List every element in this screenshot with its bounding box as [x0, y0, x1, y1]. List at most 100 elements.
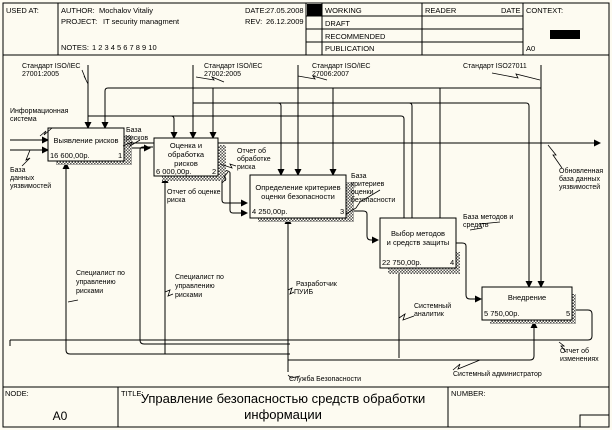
context-node: A0 — [526, 44, 535, 53]
arrow-changes-report — [10, 309, 593, 341]
activity-1-cost: 16 600,00р. — [50, 151, 90, 160]
reader-date-label: DATE — [501, 6, 520, 15]
label-risk-specialist-2-l3: рисками — [175, 292, 202, 299]
label-info-system-l2: система — [10, 116, 37, 123]
used-at-label: USED AT: — [6, 6, 39, 15]
arrows — [9, 65, 601, 372]
activity-3-name-line1: Определение критериев — [255, 183, 340, 192]
notes-value: 1 2 3 4 5 6 7 8 9 10 — [92, 43, 157, 52]
activity-2-name-line3: рисков — [174, 159, 198, 168]
label-updated-vuln-db-l2: база данных — [559, 175, 600, 183]
label-sys-analyst-l1: Системный — [414, 302, 451, 310]
context-label: CONTEXT: — [526, 6, 563, 15]
activity-4-cost: 22 750,00р. — [382, 258, 422, 267]
date-value: 27.05.2008 — [266, 6, 304, 15]
label-developer-l2: ПУИБ — [294, 289, 314, 296]
activity-1-number: 1 — [118, 151, 122, 160]
arrow-std27001-branch — [88, 115, 408, 246]
working-status-marker — [307, 4, 322, 16]
label-sys-analyst-l2: аналитик — [414, 311, 445, 318]
diagram-title-line1: Управление безопасностью средств обработ… — [141, 391, 426, 406]
label-std27002-l1: Стандарт ISO/IEC — [204, 63, 262, 70]
arrow-labels: Стандарт ISO/IEC 27001:2005 Стандарт ISO… — [10, 63, 603, 383]
activity-box-5[interactable] — [481, 286, 576, 324]
footer-block — [2, 386, 610, 428]
label-risk-treatment-l2: обработке — [237, 155, 271, 163]
project-label: PROJECT: — [61, 17, 97, 26]
activity-3-number: 3 — [340, 207, 344, 216]
label-methods-db-l2: средств — [463, 222, 489, 229]
title-label: TITLE: — [121, 389, 144, 398]
label-risk-assessment-l1: Отчет об оценке — [167, 188, 221, 196]
node-value: A0 — [53, 409, 68, 423]
activity-box-4[interactable] — [379, 217, 460, 274]
label-risk-specialist-1-l3: рисками — [76, 288, 103, 295]
label-std27001-l1: Стандарт ISO/IEC — [22, 63, 80, 70]
activity-2-cost: 6 000,00р. — [156, 167, 191, 176]
activity-3-name-line2: оценки безопасности — [261, 192, 335, 201]
label-criteria-db-l3: оценки — [351, 189, 374, 196]
node-label: NODE: — [5, 389, 29, 398]
status-recommended[interactable]: RECOMMENDED — [325, 32, 386, 41]
activity-box-3[interactable] — [249, 174, 354, 222]
label-updated-vuln-db-l1: Обновленная — [559, 167, 603, 175]
label-criteria-db-l2: критериев — [351, 181, 385, 188]
reader-label: READER — [425, 6, 457, 15]
rev-value: 26.12.2009 — [266, 17, 304, 26]
label-risk-assessment-l2: риска — [167, 197, 186, 204]
label-sys-admin: Системный администратор — [453, 370, 542, 378]
label-leaders — [21, 69, 567, 379]
label-changes-report-l1: Отчет об — [560, 347, 589, 355]
arrow-methods-db — [456, 242, 482, 303]
activity-box-2[interactable] — [153, 137, 226, 181]
label-vuln-db-l1: База — [10, 167, 26, 174]
project-value: IT security managment — [103, 17, 180, 26]
label-info-system-l1: Информационная — [10, 108, 69, 115]
label-vuln-db-l2: данных — [10, 175, 35, 182]
label-risk-specialist-2-l1: Специалист по — [175, 274, 224, 281]
label-criteria-db-l1: База — [351, 173, 367, 180]
label-developer-l1: Разработчик — [296, 280, 338, 288]
label-risk-db-l1: База — [126, 127, 142, 134]
label-risk-specialist-1-l1: Специалист по — [76, 270, 125, 277]
author-value: Mochalov Vitaliy — [99, 6, 153, 15]
label-std27011: Стандарт ISO27011 — [463, 63, 527, 70]
arrow-criteria-db — [346, 210, 379, 244]
rev-label: REV: — [245, 17, 262, 26]
context-thumbnail — [550, 30, 580, 39]
label-std27006-l2: 27006:2007 — [312, 71, 349, 78]
label-risk-treatment-l3: риска — [237, 164, 256, 171]
label-std27002-l2: 27002:2005 — [204, 71, 241, 78]
label-security-service: Служба Безопасности — [289, 375, 361, 383]
arrow-feedback-box2 — [139, 146, 290, 345]
label-criteria-db-l4: безопасности — [351, 196, 395, 204]
activity-box-1[interactable] — [47, 127, 132, 165]
activity-4-name-line1: Выбор методов — [391, 229, 445, 238]
activity-2-name-line2: обработка — [168, 150, 205, 159]
label-updated-vuln-db-l3: уязвимостей — [559, 183, 600, 191]
activity-2-number: 2 — [212, 167, 216, 176]
author-label: AUTHOR: — [61, 6, 95, 15]
activity-5-number: 5 — [566, 309, 570, 318]
label-changes-report-l2: изменениях — [560, 356, 599, 363]
status-working[interactable]: WORKING — [325, 6, 362, 15]
arrow-std27006-branch — [193, 102, 533, 288]
activity-5-cost: 5 750,00р. — [484, 309, 519, 318]
status-draft[interactable]: DRAFT — [325, 19, 350, 28]
label-risk-treatment-l1: Отчет об — [237, 147, 266, 155]
notes-label: NOTES: — [61, 43, 89, 52]
label-risk-specialist-2-l2: управлению — [175, 283, 215, 290]
arrow-risk-specialist-1 — [65, 349, 290, 355]
activity-4-name-line2: и средств защиты — [387, 238, 450, 247]
label-methods-db-l1: База методов и — [463, 214, 513, 221]
activity-1-name: Выявление рисков — [53, 136, 118, 145]
activity-5-name: Внедрение — [508, 293, 546, 302]
label-risk-db-l2: рисков — [126, 135, 148, 142]
label-std27001-l2: 27001:2005 — [22, 71, 59, 78]
arrow-sys-admin — [288, 321, 538, 361]
diagram-title-line2: информации — [244, 407, 322, 422]
status-publication[interactable]: PUBLICATION — [325, 44, 374, 53]
activity-2-name-line1: Оценка и — [170, 141, 202, 150]
